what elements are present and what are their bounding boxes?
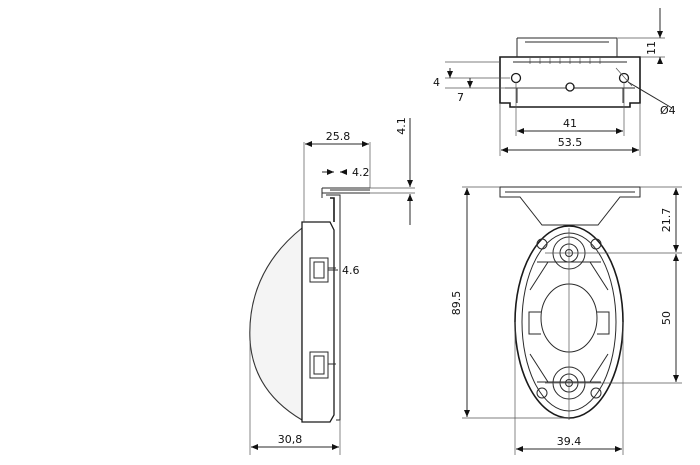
dim-front-width: 39.4 xyxy=(557,435,582,448)
dim-side-clip: 4.6 xyxy=(342,264,360,277)
dim-side-offset: 4.1 xyxy=(395,117,408,135)
dim-top-width: 53.5 xyxy=(558,136,583,149)
dim-side-flange: 4.2 xyxy=(352,166,370,179)
dim-front-height: 89.5 xyxy=(450,291,463,316)
dim-front-upper: 21.7 xyxy=(660,208,673,233)
dim-front-hole-spacing: 50 xyxy=(660,311,673,325)
side-view: 25.8 4.2 4.1 4.6 30,8 xyxy=(249,117,415,455)
dim-side-total-depth: 30,8 xyxy=(278,433,303,446)
dim-hole-offset-b: 7 xyxy=(457,91,464,104)
dim-hole-offset-a: 4 xyxy=(433,76,440,89)
dim-hole-diameter: Ø4 xyxy=(660,104,676,117)
front-view: 89.5 21.7 50 39.4 xyxy=(450,186,682,455)
dim-side-depth-top: 25.8 xyxy=(326,130,351,143)
dim-hole-spacing: 41 xyxy=(563,117,577,130)
top-view: 11 4 7 Ø4 41 53.5 xyxy=(433,8,676,156)
dim-top-height: 11 xyxy=(645,41,658,55)
